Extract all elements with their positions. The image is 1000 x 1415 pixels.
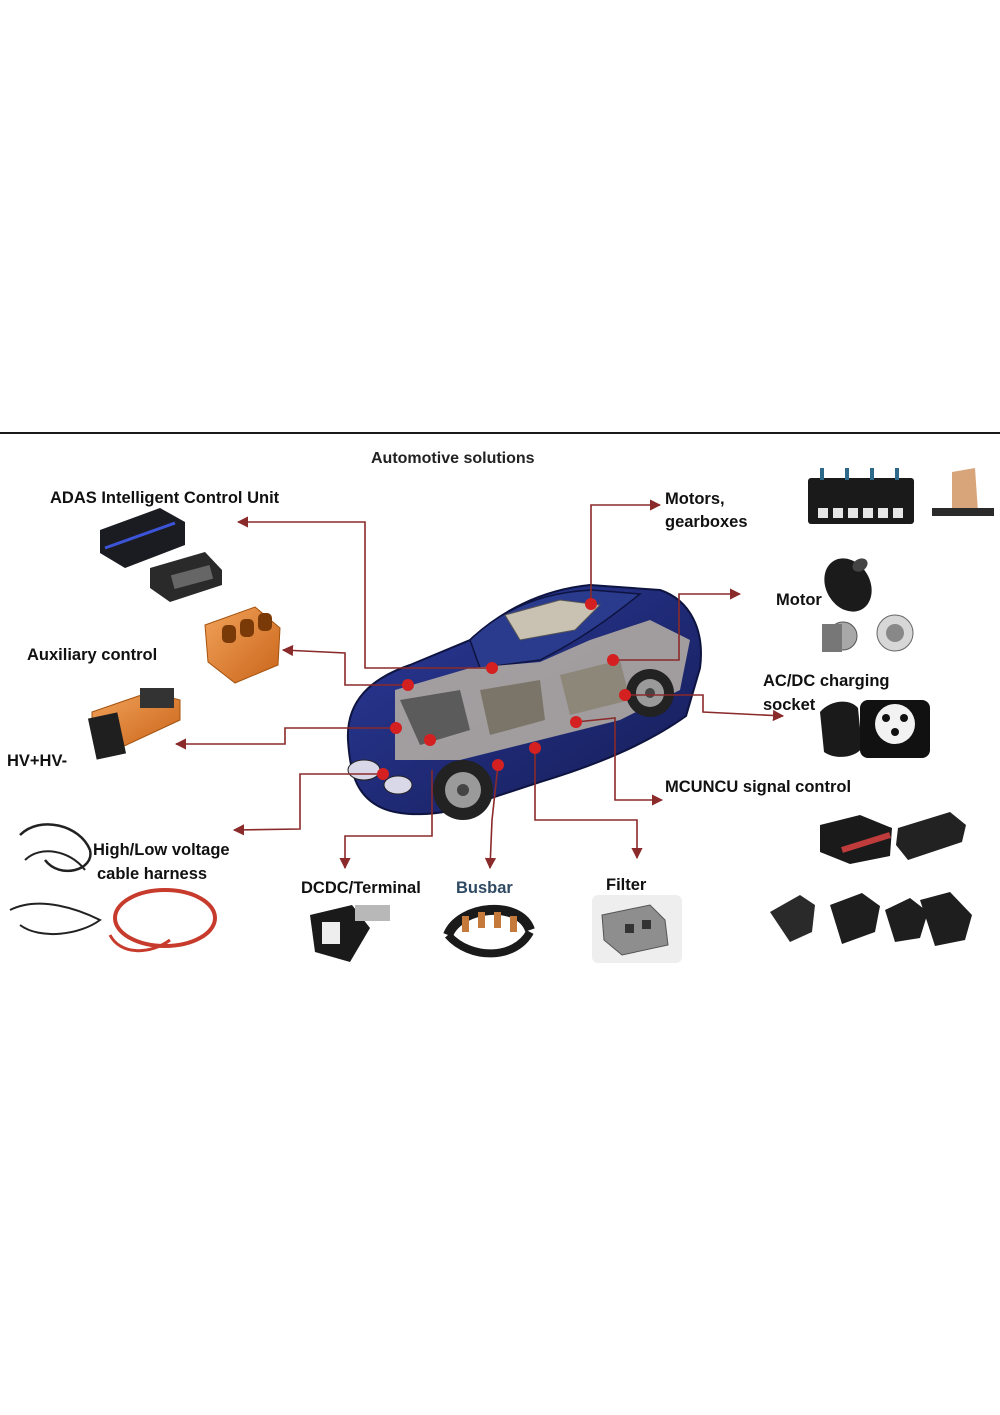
arrow-filter xyxy=(534,748,643,860)
dot-busbar xyxy=(492,759,504,771)
cable-harness-image xyxy=(9,823,217,953)
dcdc-terminal-image xyxy=(310,905,390,962)
hotspot-dots xyxy=(377,598,631,780)
dot-motor xyxy=(607,654,619,666)
label-adas-control-unit: ADAS Intelligent Control Unit xyxy=(50,489,280,507)
adas-unit-image xyxy=(100,508,222,602)
label-motor: Motor xyxy=(776,591,822,609)
mcu-connectors-image xyxy=(770,812,972,946)
label-auxiliary-control: Auxiliary control xyxy=(27,646,158,664)
label-mcu-signal-control: MCUNCU signal control xyxy=(665,778,852,796)
arrow-hv xyxy=(174,727,396,750)
connection-lines xyxy=(174,499,785,870)
busbar-image xyxy=(443,905,535,958)
filter-image xyxy=(592,895,682,963)
dot-mcu xyxy=(570,716,582,728)
dot-filter xyxy=(529,742,541,754)
diagram-title: Automotive solutions xyxy=(371,450,535,467)
label-filter: Filter xyxy=(606,876,647,894)
arrow-motors-gearboxes xyxy=(590,499,662,604)
arrow-auxiliary xyxy=(281,644,408,686)
dot-adas xyxy=(486,662,498,674)
dot-harness xyxy=(377,768,389,780)
label-dcdc-terminal: DCDC/Terminal xyxy=(301,879,421,897)
car-illustration xyxy=(346,583,702,820)
arrow-motor xyxy=(613,588,742,661)
label-harness-line1: High/Low voltage xyxy=(93,841,230,859)
label-hv: HV+HV- xyxy=(7,752,68,770)
horizontal-divider xyxy=(0,432,1000,434)
dot-motors xyxy=(585,598,597,610)
charging-socket-image xyxy=(820,700,930,758)
dot-engine xyxy=(424,734,436,746)
arrow-harness xyxy=(232,773,383,836)
label-motors-line1: Motors, xyxy=(665,490,725,508)
dot-hv xyxy=(390,722,402,734)
dot-auxiliary xyxy=(402,679,414,691)
label-acdc-line2: socket xyxy=(763,696,816,714)
arrow-adas xyxy=(236,516,492,669)
arrow-acdc xyxy=(625,694,785,722)
label-motors-line2: gearboxes xyxy=(665,513,748,531)
arrow-busbar xyxy=(484,764,499,870)
arrow-mcu xyxy=(575,717,664,806)
hv-connector-image xyxy=(87,688,181,760)
arrow-dcdc xyxy=(339,770,433,870)
auxiliary-connector-image xyxy=(204,606,281,684)
label-acdc-line1: AC/DC charging xyxy=(763,672,890,690)
motor-connector-image xyxy=(822,558,914,652)
label-harness-line2: cable harness xyxy=(97,865,208,883)
gearbox-parts-image xyxy=(808,468,994,524)
dot-acdc xyxy=(619,689,631,701)
label-busbar: Busbar xyxy=(456,879,513,897)
